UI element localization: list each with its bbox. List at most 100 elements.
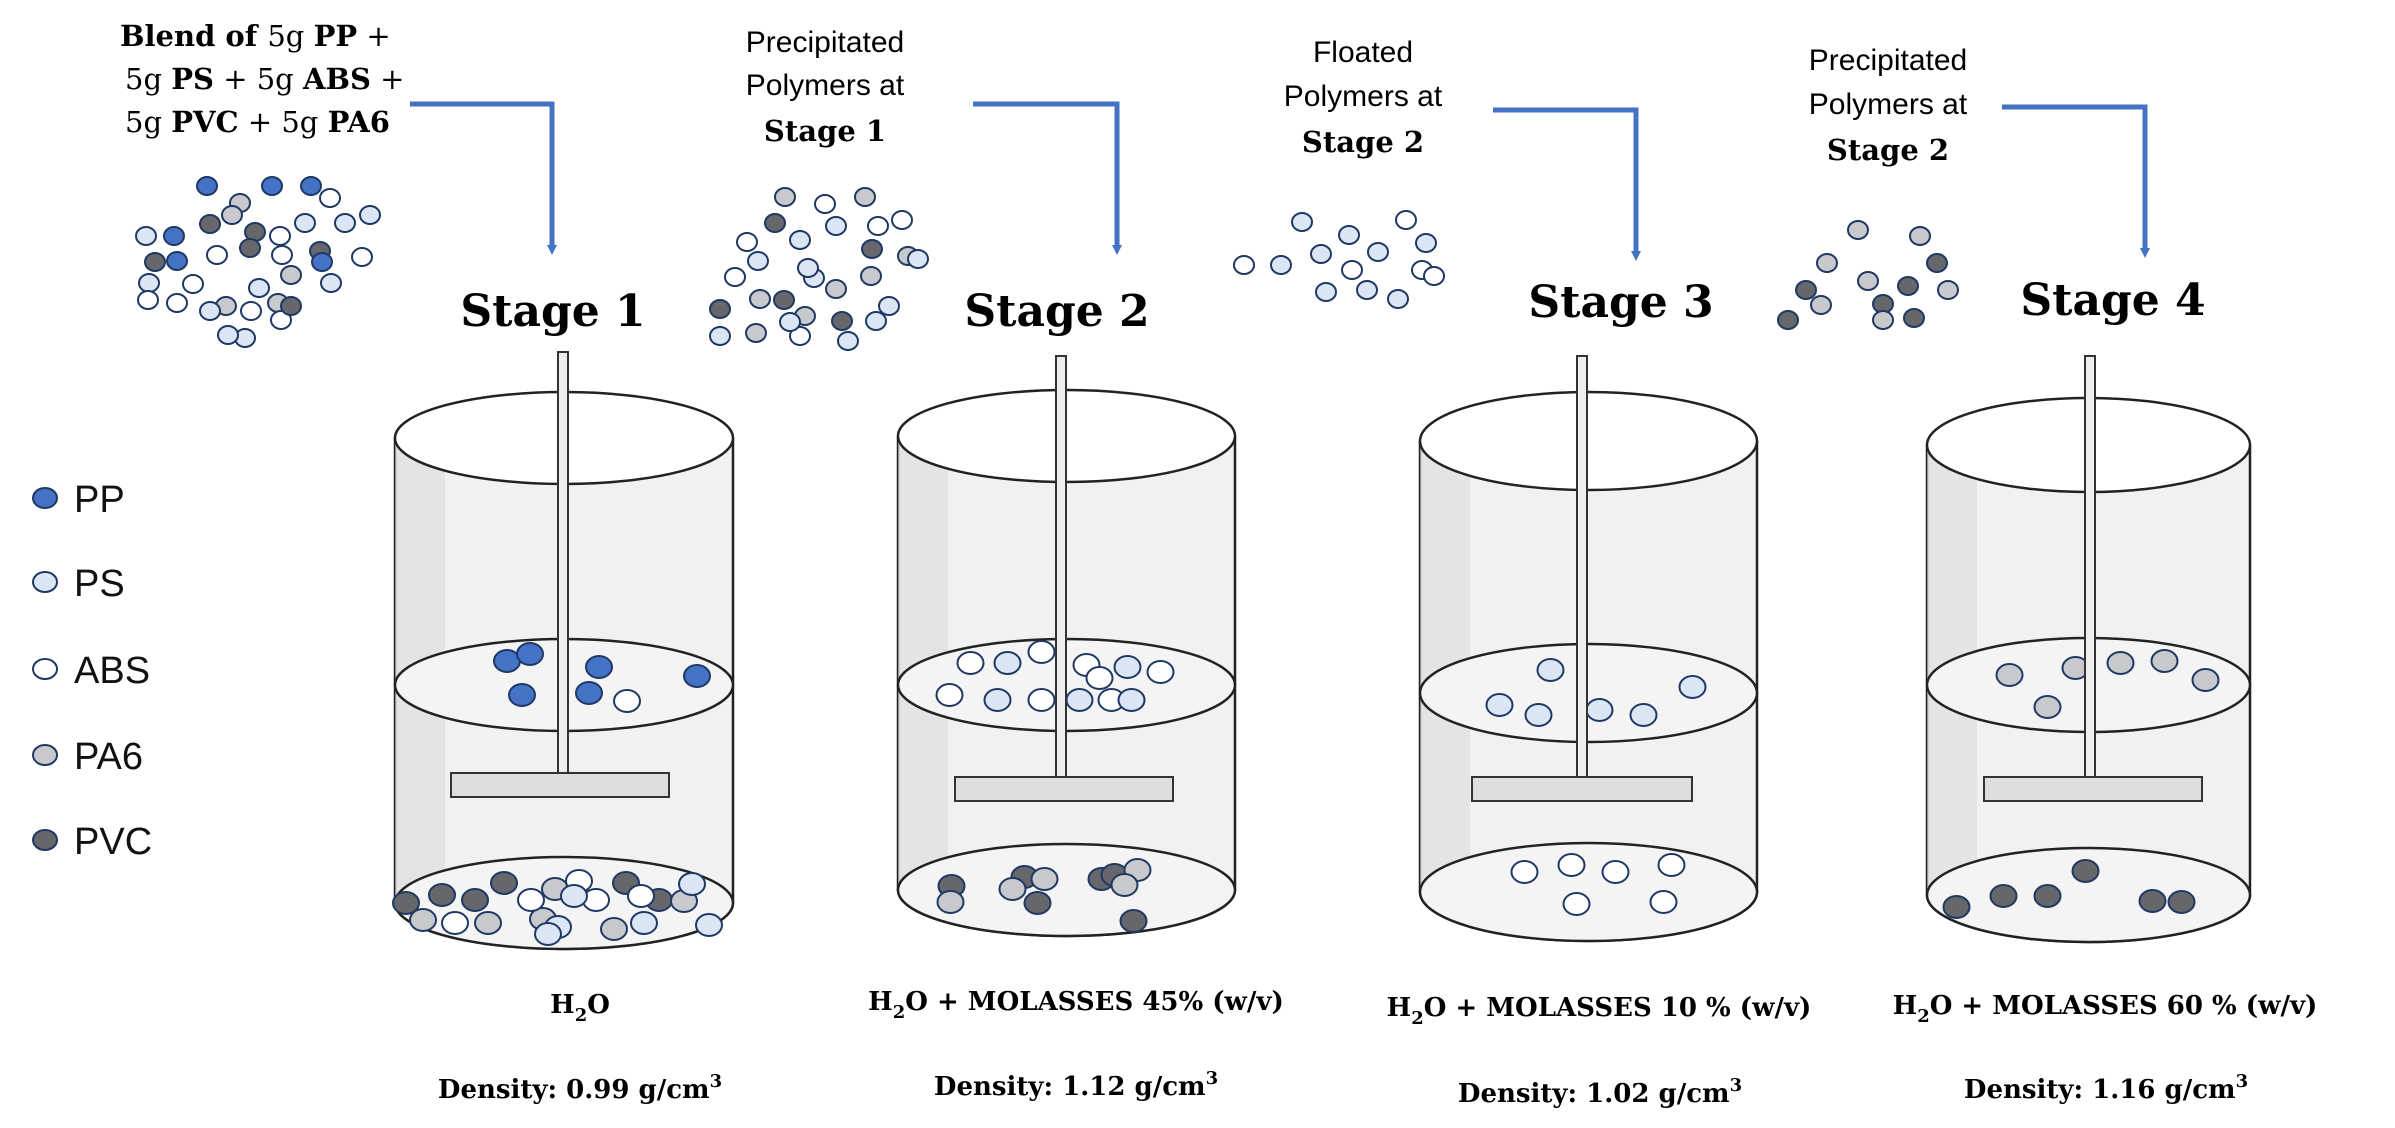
bead-pvc [490,871,518,895]
blend-text-run: PP [314,19,358,53]
bead-ps [1338,225,1360,245]
bead-pvc [861,239,883,259]
blend-text-run: PS [171,62,214,96]
density-label: Density: 1.02 g/cm3 [1458,1075,1742,1109]
bead-ps [1310,244,1332,264]
bead-pvc [199,214,221,234]
legend-label-pa6: PA6 [74,736,143,778]
bead-abs [1341,260,1363,280]
vessel-bottom [1925,846,2252,944]
input-4-line-3: Stage 2 [1827,133,1949,167]
bead-pvc [1777,310,1799,330]
stage-title: Stage 3 [1528,277,1713,328]
bead-pp [261,176,283,196]
bead-abs [1562,892,1591,916]
arrow-to-stage-1 [410,101,557,255]
density-label-main: Density: 1.02 g/cm [1458,1079,1730,1109]
bead-abs [736,232,758,252]
bead-ps [320,273,342,293]
blend-text-run: Blend of [120,19,267,53]
stirrer-shaft [1576,355,1588,778]
bead-abs [1649,890,1678,914]
legend-label-pp: PP [74,479,125,521]
bead-pvc [1989,884,2018,908]
blend-text-run: 5g [125,62,171,96]
bead-ps [1315,282,1337,302]
bead-abs [956,651,985,675]
bead-abs [789,326,811,346]
bead-abs [240,301,262,321]
bead-ps [1629,703,1658,727]
bead-abs [271,245,293,265]
bead-ps [1678,675,1707,699]
vessel-top-rim [1418,390,1759,492]
bead-pp [196,176,218,196]
bead-pvc [144,252,166,272]
bead-pvc [1942,895,1971,919]
bead-ps [678,872,706,896]
bead-pvc [2033,884,2062,908]
blend-text-run: + [371,62,405,96]
medium-label-main: H [1387,993,1412,1023]
bead-abs [319,188,341,208]
density-label: Density: 1.12 g/cm3 [934,1068,1218,1102]
bead-ps [334,213,356,233]
stirrer-shaft [1055,355,1067,778]
bead-ps [825,216,847,236]
medium-label-main: H [550,990,575,1020]
bead-abs [182,274,204,294]
bead-pvc [239,238,261,258]
bead-pvc [2167,890,2196,914]
legend-swatch-pvc [32,829,58,851]
input-2-line-1: Precipitated [746,26,904,59]
bead-pa6 [936,890,965,914]
bead-pa6 [854,187,876,207]
legend-swatch-abs [32,658,58,680]
blend-text-run: PA6 [328,105,390,139]
legend-item-ps: PS [32,563,125,605]
bead-abs [935,683,964,707]
bead-abs [441,911,469,935]
input-label-stage-4: Precipitated Polymers at Stage 2 [1809,44,1968,167]
bead-abs [166,293,188,313]
bead-pa6 [2033,695,2062,719]
bead-ps [630,911,658,935]
arrow-to-stage-3 [1493,107,1641,261]
legend-swatch-pa6 [32,744,58,766]
input-3-line-2: Polymers at [1284,80,1443,113]
medium-label: H2O + MOLASSES 45% (w/v) [868,987,1284,1023]
bead-pvc [1023,891,1052,915]
bead-abs [1146,660,1175,684]
pile-floated-stage-2 [1233,210,1445,309]
bead-ps [217,325,239,345]
bead-ps [983,688,1012,712]
bead-abs [517,888,545,912]
blend-text-run: PVC [171,105,238,139]
bead-pvc [773,290,795,310]
bead-abs [1601,860,1630,884]
density-label-main: Density: 0.99 g/cm [438,1075,710,1105]
bead-pa6 [825,279,847,299]
liquid-surface [1418,642,1759,744]
bead-pp [575,681,603,705]
bead-pvc [461,888,489,912]
bead-pvc [428,883,456,907]
bead-pa6 [2150,649,2179,673]
bead-ps [1536,658,1565,682]
bead-pa6 [1110,873,1139,897]
blend-text-run: + 5g [239,105,328,139]
legend-item-pp: PP [32,479,125,521]
bead-ps [993,651,1022,675]
medium-label-rest: O [587,990,610,1020]
blend-text-run: + [357,19,391,53]
bead-ps [709,326,731,346]
bead-pp [585,655,613,679]
legend-item-abs: ABS [32,650,150,692]
bead-abs [867,216,889,236]
bead-pa6 [600,917,628,941]
stage-title: Stage 2 [964,286,1149,337]
